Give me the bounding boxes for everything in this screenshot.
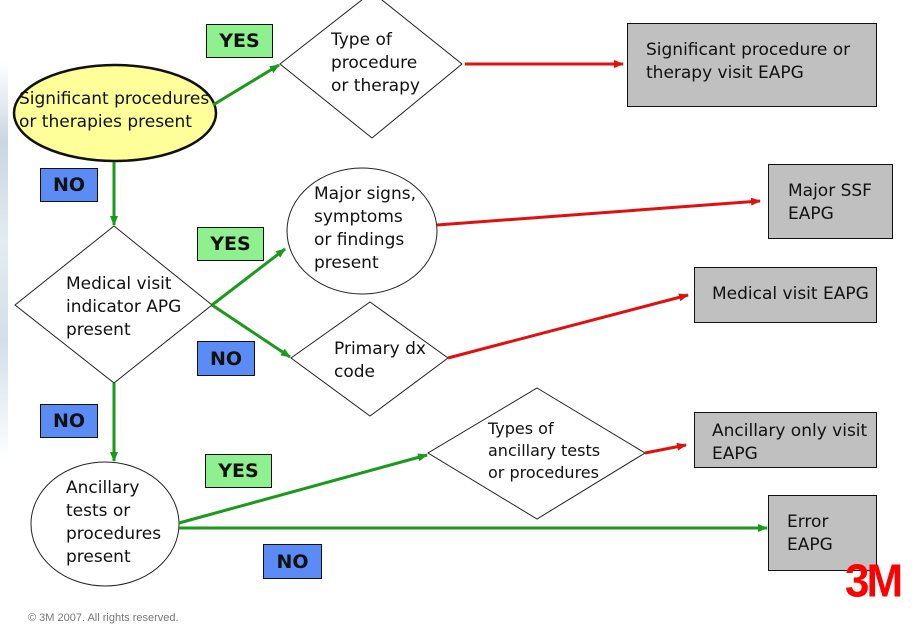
major-signs-ellipse [286,167,438,295]
start-node-text: Significant procedures or therapies pres… [19,88,219,134]
ancillary-present-text: Ancillary tests or procedures present [66,477,166,569]
result-significant-label: Significant procedure or therapy visit E… [646,40,851,83]
start-ellipse [12,63,218,163]
yes-label-2: YES [197,227,264,261]
decision-procedure-type-diamond [279,0,463,139]
result-medical-visit-label: Medical visit EAPG [712,284,869,304]
result-error-eapg: Error EAPG [768,495,877,571]
3m-logo: 3M [845,555,903,608]
result-medical-visit-eapg: Medical visit EAPG [694,267,877,323]
flow-ancillary-types-to-result [644,442,687,455]
major-signs-label: Major signs, symptoms or findings presen… [314,184,417,273]
flow-ancillary-to-types [178,453,428,525]
ancillary-present-label: Ancillary tests or procedures present [66,478,162,567]
flow-medical-visit-to-primary-dx [211,303,291,359]
result-major-ssf-eapg: Major SSF EAPG [768,164,893,239]
copyright-text: © 3M 2007. All rights reserved. [28,612,179,624]
ancillary-types-label: Types of ancillary tests or procedures [488,419,601,482]
ancillary-types-text: Types of ancillary tests or procedures [488,418,603,484]
flow-primary-dx-to-result [447,293,689,360]
flow-medical-visit-to-major-signs [211,247,286,307]
result-major-ssf-label: Major SSF EAPG [788,181,872,224]
background-strip [0,62,8,462]
no-label-2: NO [197,341,255,376]
start-label: Significant procedures or therapies pres… [19,89,210,132]
no-label-1: NO [40,168,98,202]
decision-primary-dx-diamond [290,301,449,417]
yes-label-1: YES [206,24,273,58]
no-label-3: NO [40,404,98,438]
decision-ancillary-types-diamond [427,387,646,520]
flow-major-signs-to-result [436,197,761,227]
ancillary-present-ellipse [30,461,180,587]
major-signs-text: Major signs, symptoms or findings presen… [314,183,424,275]
result-ancillary-only-eapg: Ancillary only visit EAPG [694,412,877,468]
result-significant-eapg: Significant procedure or therapy visit E… [627,23,877,107]
procedure-type-text: Type of procedure or therapy [331,29,431,98]
procedure-type-label: Type of procedure or therapy [331,30,420,96]
result-ancillary-only-label: Ancillary only visit EAPG [712,421,868,464]
primary-dx-text: Primary dx code [334,338,434,384]
result-error-label: Error EAPG [787,512,833,555]
no-label-4: NO [263,544,322,579]
yes-label-3: YES [205,454,272,488]
flow-start-to-procedure-type [212,63,280,107]
medical-visit-label: Medical visit indicator APG present [66,274,182,340]
medical-visit-text: Medical visit indicator APG present [66,273,191,342]
primary-dx-label: Primary dx code [334,339,426,382]
